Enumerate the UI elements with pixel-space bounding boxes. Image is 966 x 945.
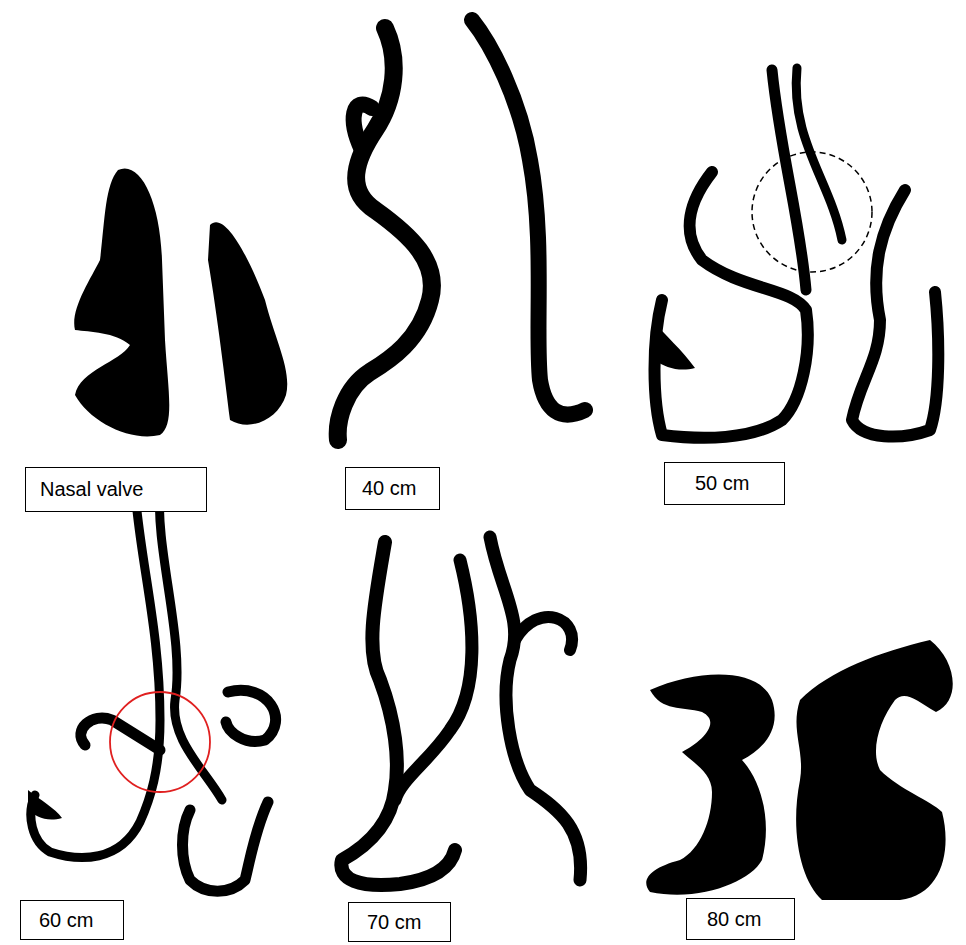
section-70-left [341, 542, 455, 885]
section-50-septum-right [796, 68, 842, 240]
section-label: 80 cm [707, 908, 761, 931]
section-50-left [655, 172, 808, 438]
section-label: 60 cm [39, 909, 93, 932]
highlight-circle-dashed [752, 152, 872, 272]
highlight-circle-red [110, 692, 210, 792]
section-80-left [646, 675, 774, 895]
section-40-ear [354, 104, 372, 150]
label-box: 70 cm [348, 902, 451, 942]
section-70-right [490, 537, 581, 880]
section-40-right [472, 20, 585, 415]
section-40-left [338, 28, 432, 440]
nasal-valve-right [208, 222, 287, 424]
section-60-right-ear [226, 690, 276, 741]
label-box: 40 cm [345, 467, 440, 510]
label-box: 60 cm [20, 900, 124, 940]
section-label: Nasal valve [40, 478, 143, 501]
section-70-center [395, 560, 472, 800]
section-label: 40 cm [362, 477, 416, 500]
label-box: 80 cm [686, 898, 795, 940]
section-60-septum-left [31, 490, 160, 858]
nasal-valve-left [74, 168, 169, 436]
section-60-left-ear [81, 718, 160, 750]
section-label: 50 cm [695, 472, 749, 495]
section-60-right-lower [183, 802, 269, 891]
label-box: 50 cm [664, 462, 785, 505]
section-80-right [796, 640, 953, 900]
section-50-right [852, 190, 938, 437]
label-box: Nasal valve [25, 467, 207, 512]
section-label: 70 cm [367, 911, 421, 934]
section-60-septum-right [159, 490, 222, 800]
section-70-ear [515, 617, 572, 650]
